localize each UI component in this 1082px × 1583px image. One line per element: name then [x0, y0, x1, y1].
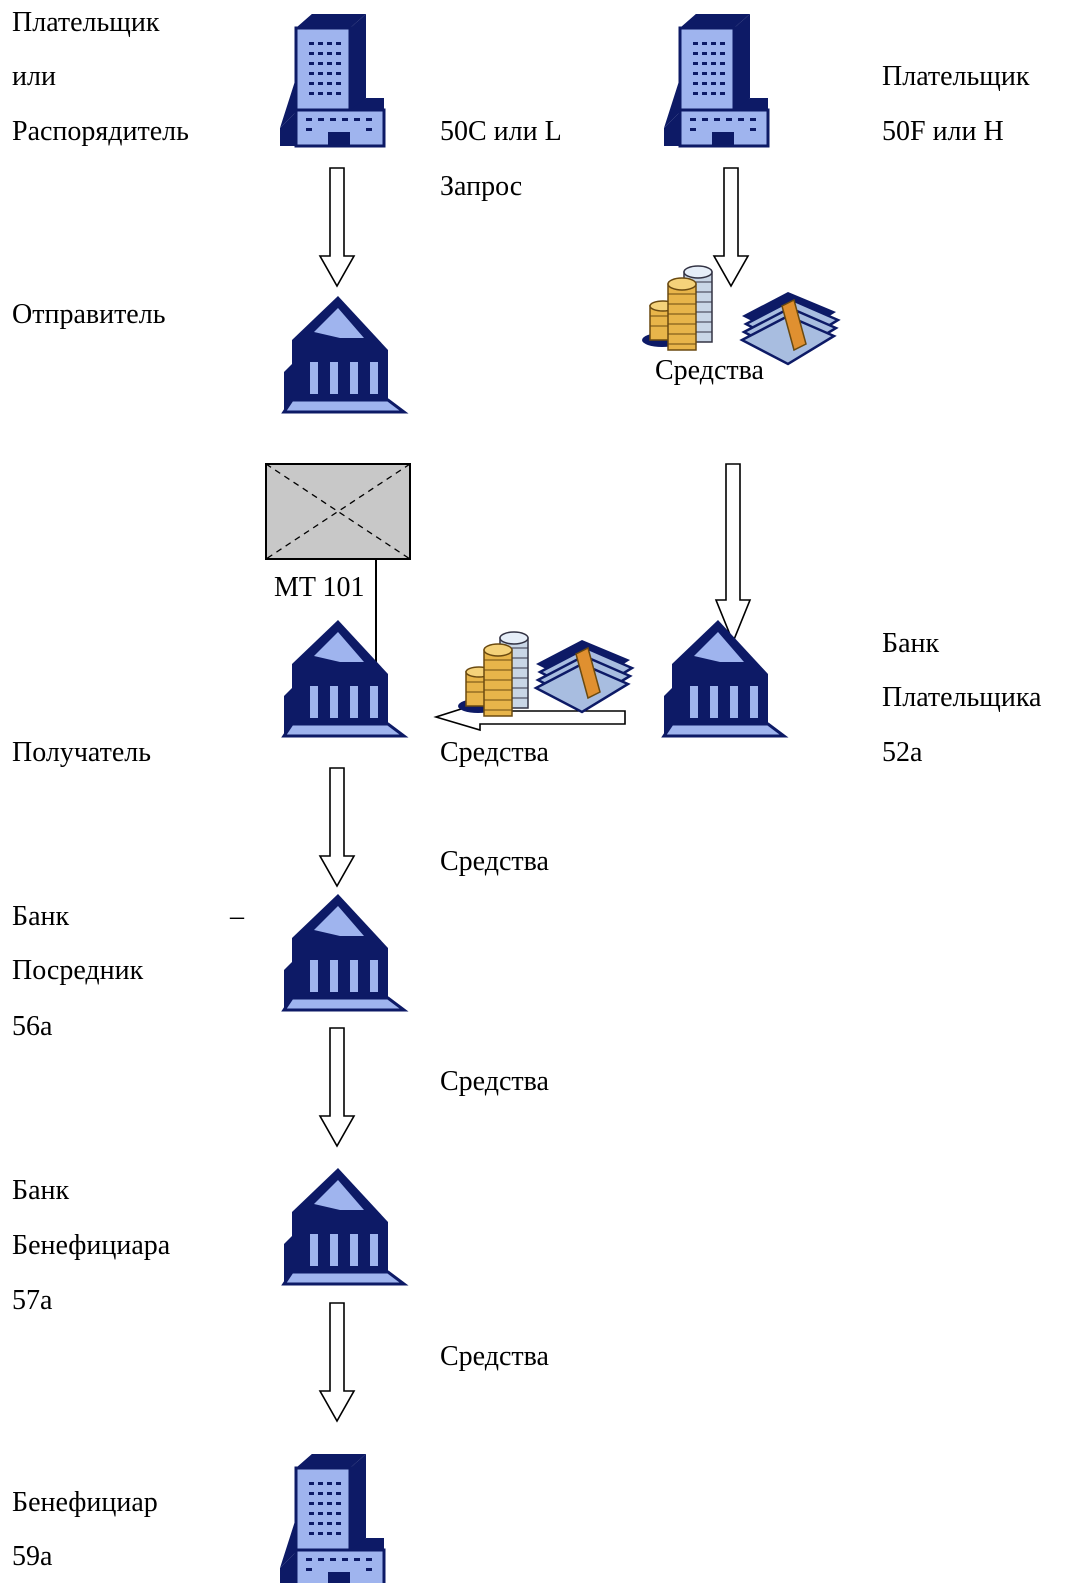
field-50cl-label: 50С или L	[440, 116, 562, 147]
payer-label-line2: или	[12, 61, 56, 92]
beneficiary-building-icon	[278, 1452, 386, 1583]
beneficiary-bank-icon	[282, 1166, 406, 1286]
intermediary-label-line3: 56a	[12, 1011, 53, 1042]
receiver-label: Получатель	[12, 737, 152, 768]
sender-label: Отправитель	[12, 299, 166, 330]
arrow-receiver-to-intermediary	[319, 767, 355, 887]
field-50fh-label: 50F или H	[882, 116, 1004, 147]
funds-label-1: Средства	[440, 846, 549, 877]
beneficiary-label-line1: Бенефициар	[12, 1487, 158, 1518]
intermediary-label-line1: Банк	[12, 901, 70, 932]
right-payer-label: Плательщик	[882, 61, 1030, 92]
envelope-icon	[265, 463, 411, 560]
arrow-right-payer-to-funds	[713, 167, 749, 287]
payer-label-line3: Распорядитель	[12, 116, 189, 147]
receiver-bank-icon	[282, 618, 406, 738]
banknotes-icon-2	[534, 638, 634, 714]
beneficiary-bank-label-line1: Банк	[12, 1175, 70, 1206]
payer-bank-label-line2: Плательщика	[882, 682, 1042, 713]
payer-label-line1: Плательщик	[12, 7, 160, 38]
mt101-label: MT 101	[274, 572, 365, 603]
funds-top-label: Средства	[655, 355, 764, 386]
banknotes-icon	[740, 290, 840, 366]
right-payer-building-icon	[662, 12, 770, 148]
funds-label-3: Средства	[440, 1341, 549, 1372]
intermediary-dash: –	[230, 901, 244, 932]
funds-label-2: Средства	[440, 1066, 549, 1097]
request-label: Запрос	[440, 171, 523, 202]
beneficiary-label-line2: 59a	[12, 1541, 53, 1572]
beneficiary-bank-label-line2: Бенефициара	[12, 1230, 171, 1261]
intermediary-label-line2: Посредник	[12, 955, 144, 986]
payer-bank-icon	[662, 618, 786, 738]
sender-bank-icon	[282, 294, 406, 414]
arrow-intermediary-to-beneficiary-bank	[319, 1027, 355, 1147]
payer-building-icon	[278, 12, 386, 148]
intermediary-bank-icon	[282, 892, 406, 1012]
coins-icon	[641, 265, 713, 351]
arrow-funds-to-payer-bank	[714, 463, 752, 645]
beneficiary-bank-label-line3: 57a	[12, 1285, 53, 1316]
payer-bank-label-line1: Банк	[882, 628, 940, 659]
arrow-payer-to-sender	[319, 167, 355, 287]
arrow-beneficiary-bank-to-beneficiary	[319, 1302, 355, 1422]
funds-to-receiver-label: Средства	[440, 737, 549, 768]
coins-icon-2	[457, 631, 529, 717]
payer-bank-label-line3: 52a	[882, 737, 923, 768]
